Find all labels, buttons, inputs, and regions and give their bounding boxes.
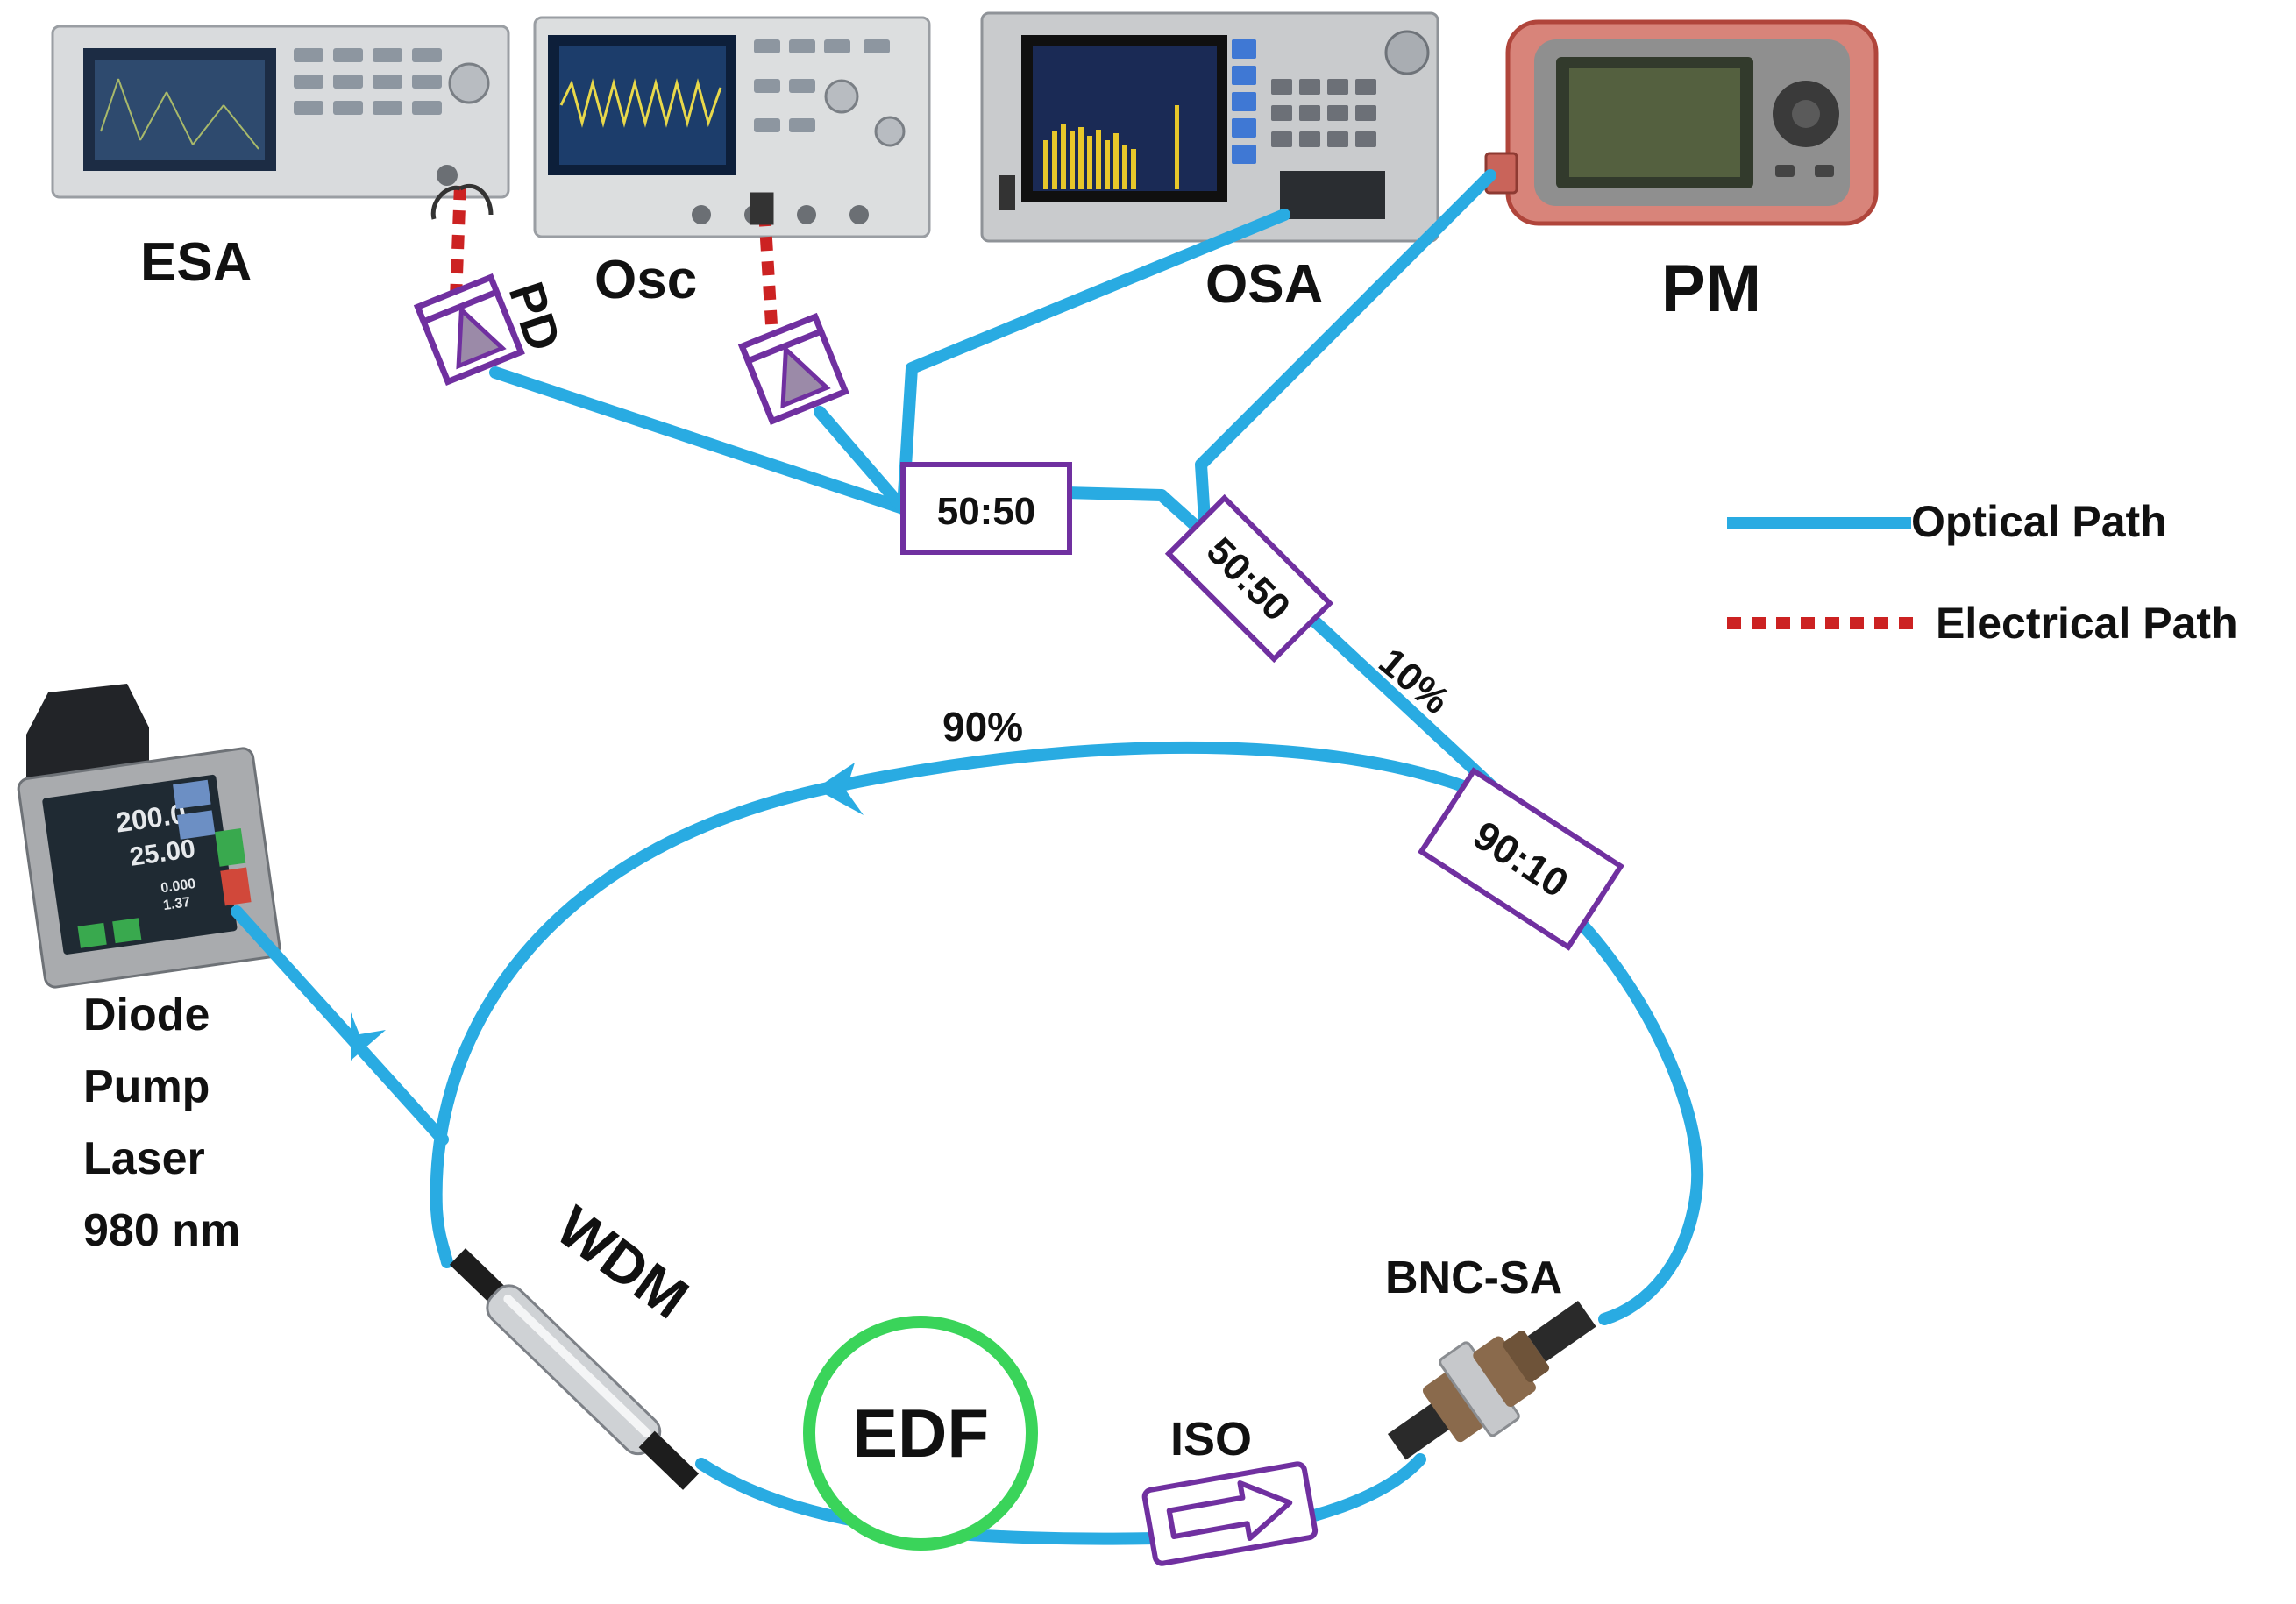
pd-esa-fiber bbox=[489, 366, 909, 515]
iso-label: ISO bbox=[1170, 1413, 1252, 1466]
pump-label-line-3: Laser bbox=[83, 1133, 205, 1184]
pd-osc-icon bbox=[737, 312, 849, 425]
osa-fiber bbox=[897, 209, 1290, 515]
pump-label-line-4: 980 nm bbox=[83, 1205, 240, 1256]
wdm-label: WDM bbox=[545, 1193, 700, 1331]
pump-laser-image: 200.0 25.00 0.000 1.37 bbox=[17, 684, 281, 989]
osc-label: Osc bbox=[594, 250, 697, 310]
coupler-a-label: 50:50 bbox=[937, 490, 1036, 533]
ring-path bbox=[430, 741, 1567, 1268]
coupler-a: 50:50 bbox=[900, 462, 1072, 555]
electrical-paths bbox=[450, 183, 778, 325]
pump-fiber bbox=[231, 905, 449, 1146]
edf-label: EDF bbox=[852, 1395, 989, 1472]
pump-label-line-1: Diode bbox=[83, 990, 210, 1040]
coupler-link-fiber bbox=[1059, 486, 1212, 541]
edf-ring-icon bbox=[803, 1316, 1038, 1551]
esa-label: ESA bbox=[140, 232, 252, 293]
pm-instrument-image bbox=[1484, 19, 1879, 226]
pm-label: PM bbox=[1661, 252, 1761, 326]
ring-path-right bbox=[1576, 919, 1704, 1325]
pd-esa-icon bbox=[413, 273, 525, 386]
coupler-c: 90:10 bbox=[1418, 767, 1624, 951]
svg-text:1.37: 1.37 bbox=[162, 895, 191, 913]
pump-arrow-icon bbox=[351, 1012, 386, 1061]
ninety-percent-label: 90% bbox=[942, 704, 1023, 749]
osa-instrument-image bbox=[980, 11, 1439, 243]
pump-label-line-2: Pump bbox=[83, 1061, 210, 1112]
direction-arrow-icon bbox=[815, 763, 864, 815]
wdm-icon bbox=[449, 1248, 700, 1490]
pd-osc-fiber bbox=[814, 406, 909, 515]
isolator-icon bbox=[1141, 1461, 1319, 1566]
esa-instrument-image bbox=[51, 25, 510, 199]
osa-label: OSA bbox=[1205, 254, 1323, 315]
bnc-sa-icon bbox=[1387, 1301, 1596, 1460]
cable-connector-icon bbox=[430, 183, 774, 225]
optical-paths bbox=[231, 169, 1704, 1545]
pm-fiber bbox=[1195, 169, 1496, 541]
svg-text:0.000: 0.000 bbox=[160, 877, 196, 896]
ring-path-bottom bbox=[695, 1453, 1426, 1545]
legend-optical-label: Optical Path bbox=[1911, 497, 2167, 546]
legend: Optical Path Electrical Path bbox=[1727, 497, 2238, 648]
legend-electrical-label: Electrical Path bbox=[1936, 599, 2238, 648]
bnc-sa-label: BNC-SA bbox=[1385, 1253, 1562, 1303]
osc-instrument-image bbox=[533, 16, 931, 238]
